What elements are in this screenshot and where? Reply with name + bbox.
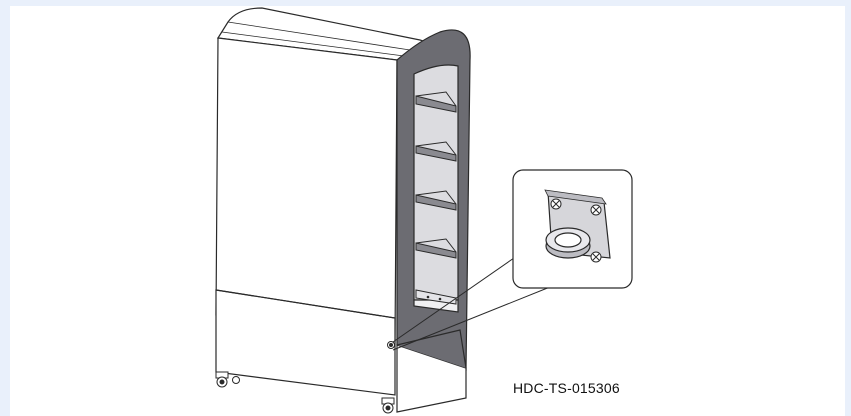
part-code-label: HDC-TS-015306 xyxy=(513,380,620,396)
leveling-foot-marker xyxy=(387,341,395,349)
shelf xyxy=(415,95,457,113)
frame-left xyxy=(0,0,10,416)
shelf xyxy=(415,242,457,259)
glass-opening xyxy=(413,64,459,301)
cabinet-body xyxy=(215,7,429,396)
shelf xyxy=(415,194,457,211)
caster-wheel-icon xyxy=(381,397,395,414)
screw-icon xyxy=(590,204,602,216)
caster-wheel-icon xyxy=(232,376,240,384)
caster-wheel-icon xyxy=(215,371,229,388)
shelves xyxy=(415,91,457,305)
foot-ring xyxy=(545,227,591,259)
bottom-shelf xyxy=(415,289,457,305)
shelf xyxy=(415,145,457,162)
frame-top xyxy=(0,0,851,6)
side-skirt xyxy=(396,329,467,413)
screw-icon xyxy=(590,251,602,263)
callout-leader xyxy=(392,257,551,351)
detail-callout xyxy=(512,169,633,289)
screw-icon xyxy=(550,198,562,210)
